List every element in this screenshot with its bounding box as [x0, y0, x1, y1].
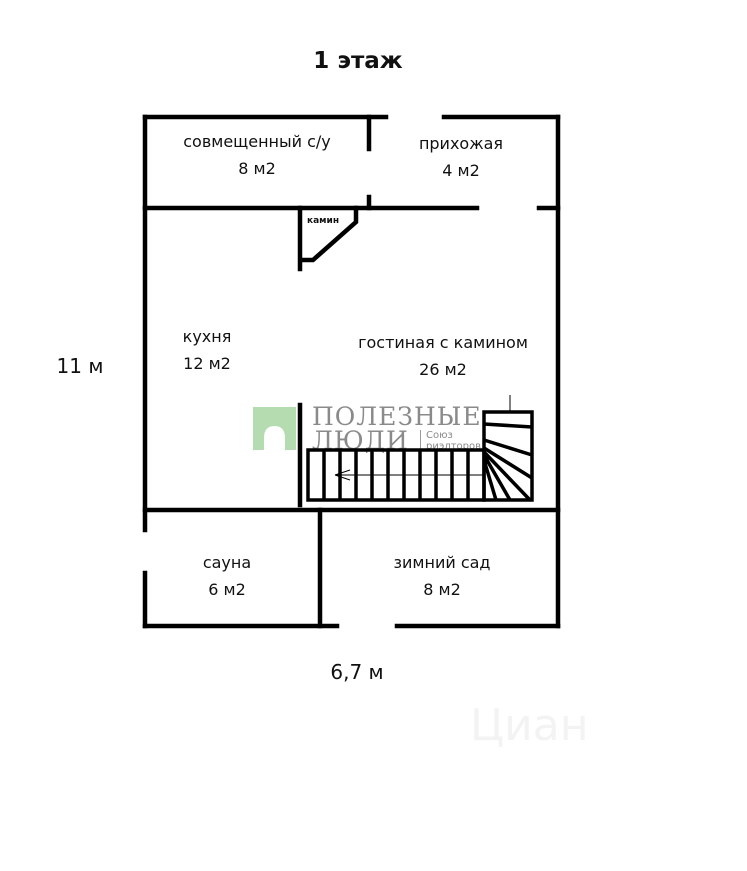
room-area: 8 м2 — [238, 159, 276, 178]
fireplace-wall — [297, 205, 359, 272]
room-area: 12 м2 — [183, 354, 231, 373]
watermark-corner: Циан — [470, 700, 589, 751]
room-name: сауна — [202, 553, 252, 572]
room-name: совмещенный с/у — [183, 132, 331, 151]
watermark-sub2: риэлторов — [426, 441, 482, 452]
room-name: зимний сад — [393, 553, 491, 572]
room-hallway: прихожая 4 м2 — [419, 130, 503, 184]
room-area: 8 м2 — [423, 580, 461, 599]
room-name: гостиная с камином — [358, 333, 528, 352]
room-name: прихожая — [418, 134, 504, 153]
room-sauna: сауна 6 м2 — [203, 549, 251, 603]
stair-winder-treads — [482, 422, 533, 502]
dimension-height: 11 м — [56, 354, 104, 378]
room-area: 4 м2 — [442, 161, 480, 180]
fireplace-label: камин — [306, 216, 340, 226]
room-name: кухня — [182, 327, 232, 346]
room-area: 6 м2 — [208, 580, 246, 599]
room-living: гостиная с камином 26 м2 — [358, 329, 528, 383]
stair-direction-line — [334, 395, 511, 481]
room-bathroom: совмещенный с/у 8 м2 — [183, 128, 331, 182]
room-area: 26 м2 — [419, 360, 467, 379]
watermark-line1: ПОЛЕЗНЫЕ — [312, 402, 482, 431]
watermark-logo-icon — [253, 407, 296, 450]
floor-title: 1 этаж — [313, 48, 403, 74]
watermark-sub1: Союз — [426, 430, 453, 441]
room-winter-garden: зимний сад 8 м2 — [394, 549, 491, 603]
dimension-width: 6,7 м — [330, 660, 384, 684]
stair-winder — [482, 410, 534, 502]
room-kitchen: кухня 12 м2 — [183, 323, 232, 377]
